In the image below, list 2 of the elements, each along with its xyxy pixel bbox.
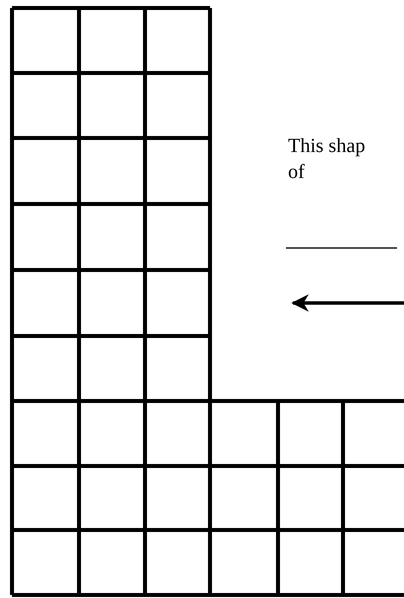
prompt-text: This shap: [288, 134, 366, 158]
prompt-text: of: [288, 160, 305, 184]
